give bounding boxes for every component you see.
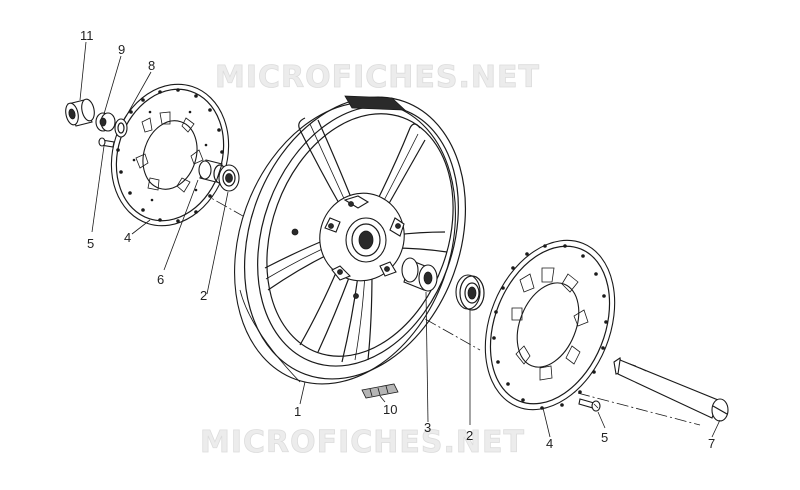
spacer-3 — [401, 257, 438, 292]
part-10-block — [361, 383, 399, 399]
callout-2-right: 2 — [466, 428, 473, 443]
bearing-right — [455, 274, 485, 311]
callout-4-right: 4 — [546, 436, 553, 451]
callout-9: 9 — [118, 42, 125, 57]
callout-6: 6 — [157, 272, 164, 287]
callout-10: 10 — [383, 402, 397, 417]
callout-7: 7 — [708, 436, 715, 451]
callout-8: 8 — [148, 58, 155, 73]
callout-5-right: 5 — [601, 430, 608, 445]
watermark-bottom: MICROFICHES.NET — [200, 425, 525, 460]
disc-screw-left — [98, 137, 115, 148]
brake-disc-right — [484, 239, 616, 411]
spacer-6 — [198, 159, 227, 184]
callout-3: 3 — [424, 420, 431, 435]
seal-ring-8 — [114, 118, 128, 138]
bearing-9 — [95, 112, 116, 132]
disc-screw-right — [578, 398, 601, 412]
callout-4-left: 4 — [124, 230, 131, 245]
wheel-axle — [613, 357, 729, 422]
brake-disc-left — [110, 83, 230, 227]
wheel-hub — [291, 192, 405, 299]
leader-lines — [79, 41, 721, 438]
callout-5-left: 5 — [87, 236, 94, 251]
callout-1: 1 — [294, 404, 301, 419]
watermark-top: MICROFICHES.NET — [215, 60, 540, 95]
callout-2-left: 2 — [200, 288, 207, 303]
bearing-left — [218, 164, 240, 192]
callout-labels: 11 9 8 5 4 6 2 1 10 3 2 4 5 7 — [80, 28, 715, 451]
callout-11: 11 — [80, 28, 94, 43]
spacer-11 — [65, 98, 95, 127]
